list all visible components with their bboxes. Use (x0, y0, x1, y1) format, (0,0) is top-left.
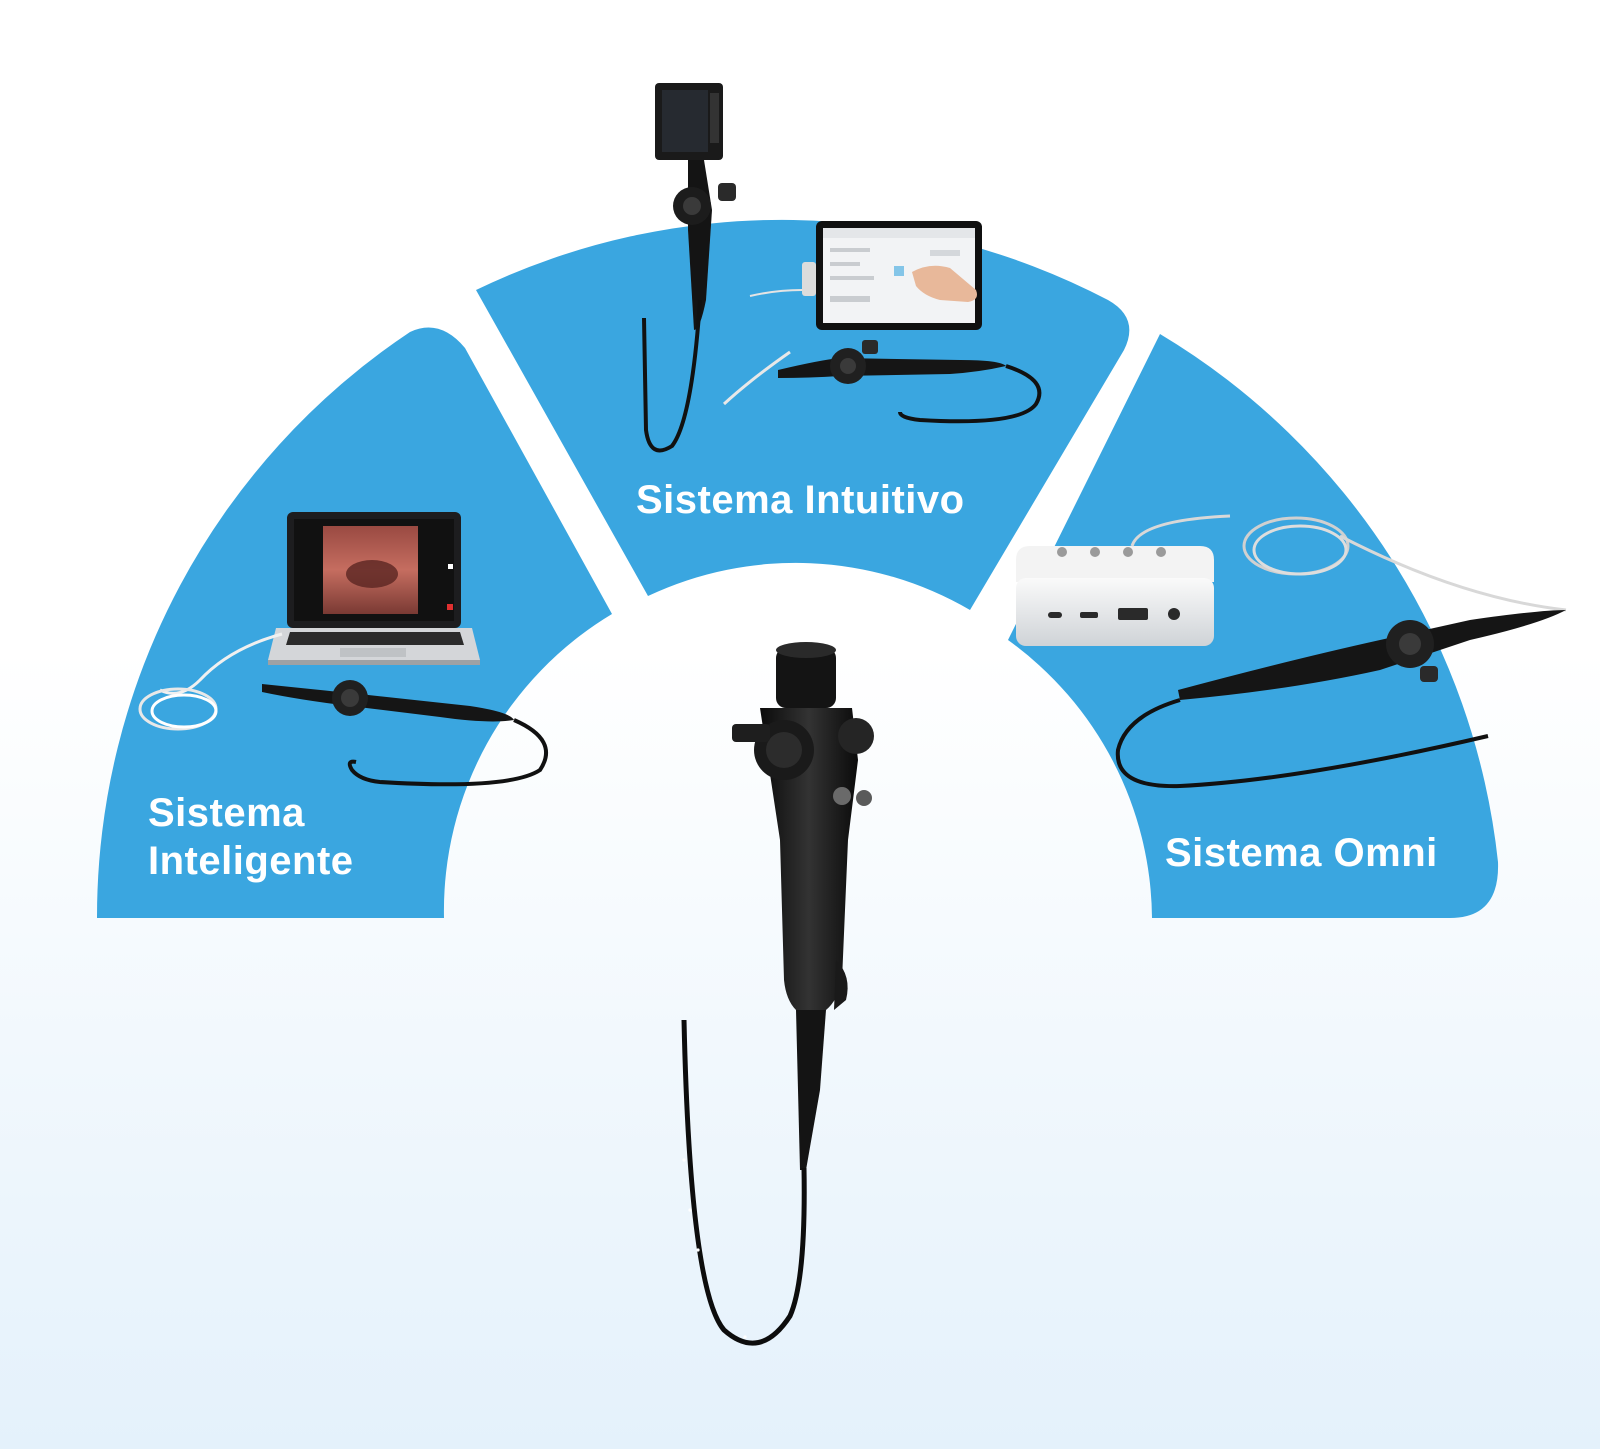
endoscope-middle-icon (722, 340, 1042, 424)
processor-box-icon (1016, 514, 1567, 646)
segment-label-inteligente-line1: Sistema (148, 791, 305, 835)
segment-label-intuitivo: Sistema Intuitivo (636, 478, 965, 522)
endoscope-icon (681, 642, 874, 1346)
endoscope-right-icon (1115, 610, 1566, 789)
segment-label-inteligente-line2: Inteligente (148, 839, 354, 883)
endoscope-left-icon (138, 632, 548, 787)
segment-label-omni: Sistema Omni (1165, 831, 1438, 875)
tablet-icon (749, 221, 982, 330)
laptop-icon (268, 512, 480, 665)
segment-label-inteligente: Sistema Inteligente (148, 789, 354, 885)
segment-omni-panel (1008, 334, 1499, 918)
handheld-monitor-icon (642, 83, 736, 453)
